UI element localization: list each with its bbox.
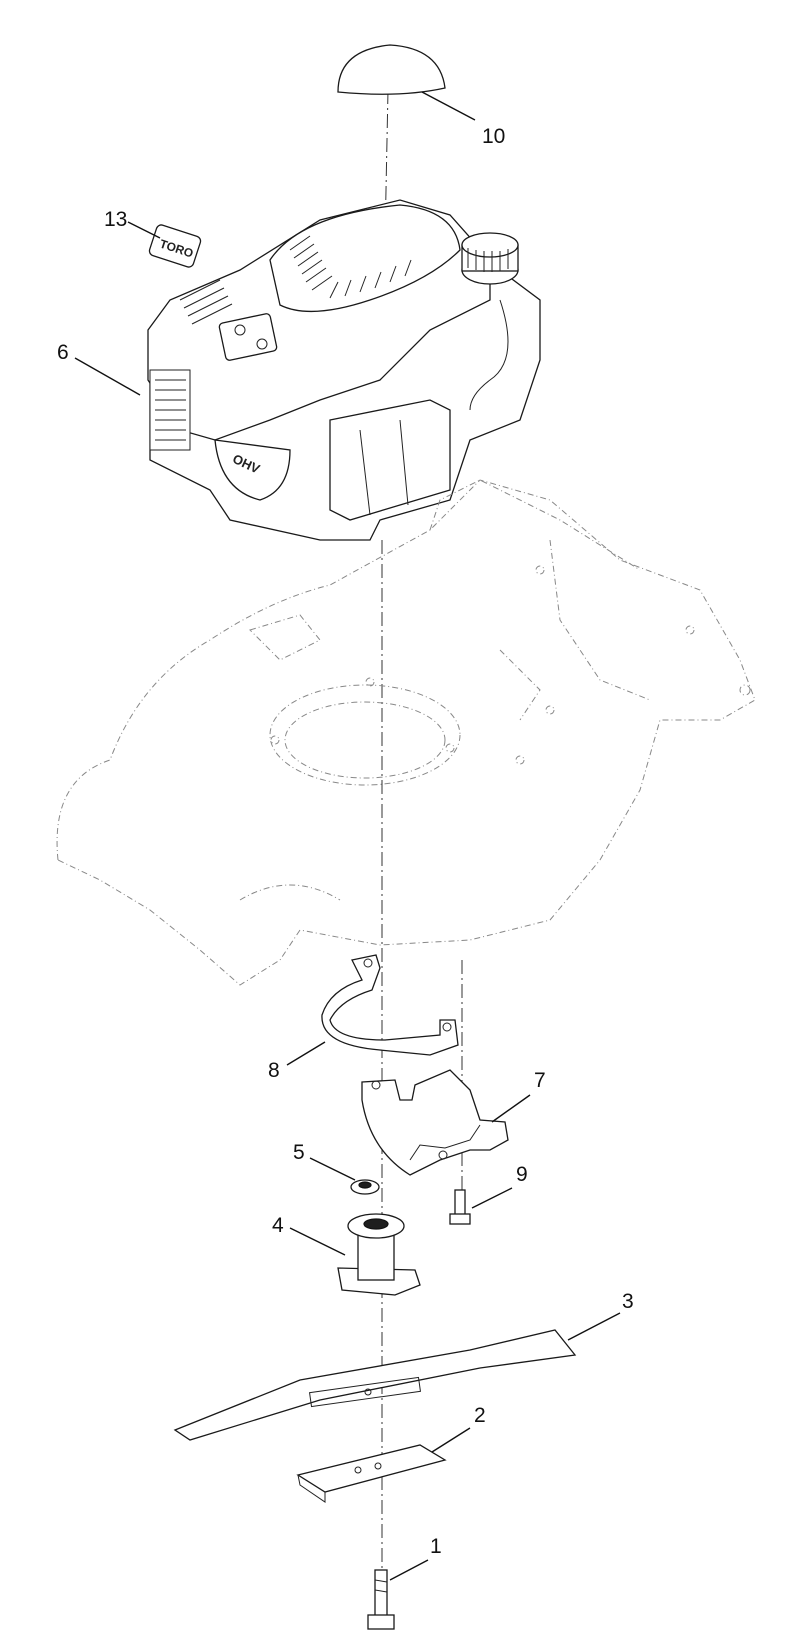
callout-2: 2 [474,1404,486,1427]
callout-3: 3 [622,1290,634,1313]
part-10-cap [337,44,446,95]
callout-13: 13 [104,208,127,231]
callout-10: 10 [482,125,505,148]
part-1-blade-bolt [367,1569,395,1630]
callout-1: 1 [430,1535,442,1558]
callout-8: 8 [268,1059,280,1082]
callout-5: 5 [293,1141,305,1164]
side-grill-icon [149,369,191,451]
part-3-blade [173,1329,577,1441]
leader-lines [74,91,621,1581]
part-13-decal: TORO [148,224,202,268]
engine-assembly: OHV [147,199,541,541]
part-9-bolt [449,1189,471,1225]
part-8-bracket [321,954,459,1056]
cover-vents-icon [289,235,412,299]
callout-6: 6 [57,341,69,364]
callout-7: 7 [534,1069,546,1092]
mower-deck-ghost [56,479,756,986]
callout-labels: 10 13 6 8 7 5 9 4 3 2 1 [57,125,634,1558]
callout-9: 9 [516,1163,528,1186]
callout-4: 4 [272,1214,284,1237]
part-4-adapter [337,1213,421,1296]
fuel-cap-icon [461,232,519,285]
part-5-washer [350,1179,380,1195]
part-7-baffle [361,1069,509,1176]
part-2-stiffener [296,1444,447,1503]
